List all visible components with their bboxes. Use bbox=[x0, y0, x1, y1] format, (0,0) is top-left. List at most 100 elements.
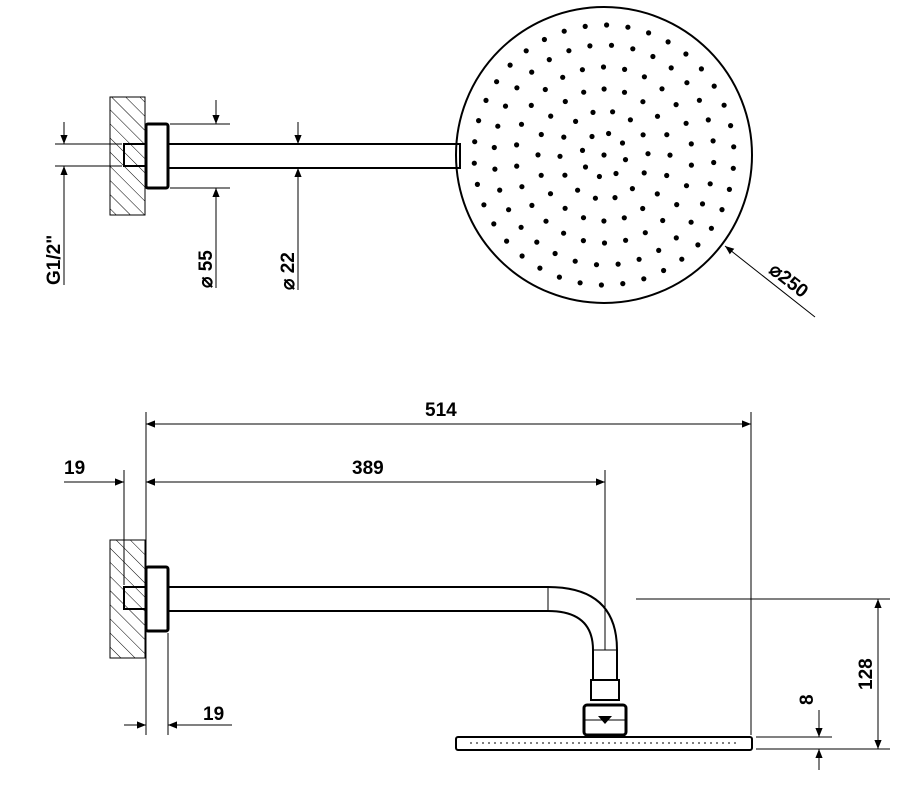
nozzle-dot bbox=[627, 117, 634, 123]
nozzle-dot bbox=[731, 144, 737, 150]
nozzle-dot bbox=[548, 113, 554, 119]
nozzle-dot bbox=[491, 144, 497, 151]
nozzle-dot bbox=[601, 86, 607, 92]
nozzle-dot bbox=[707, 181, 713, 187]
nozzle-dot bbox=[506, 207, 512, 213]
total-length-label: 514 bbox=[425, 400, 457, 421]
flange-side bbox=[144, 565, 170, 633]
nozzle-dot bbox=[472, 139, 478, 145]
nozzle-dot bbox=[622, 66, 628, 72]
nozzle-dot bbox=[580, 238, 587, 244]
nozzle-dot bbox=[598, 282, 605, 288]
nozzle-dot bbox=[688, 141, 694, 147]
nozzle-dot bbox=[604, 22, 610, 28]
thread-dimension: G1/2" bbox=[44, 122, 122, 285]
nozzle-dot bbox=[579, 147, 586, 153]
nozzle-dot bbox=[492, 166, 498, 172]
nozzle-dot bbox=[640, 132, 646, 138]
drop-height-label: 128 bbox=[856, 658, 877, 690]
head-thickness-label: 8 bbox=[797, 694, 818, 705]
nozzle-dot bbox=[538, 131, 544, 138]
nozzle-dot bbox=[519, 184, 525, 190]
nozzle-dot bbox=[494, 79, 500, 85]
nozzle-dot bbox=[661, 267, 667, 274]
nozzle-dot bbox=[474, 181, 480, 187]
nozzle-dot bbox=[698, 66, 705, 72]
arm-length-dimension: 389 bbox=[146, 458, 606, 650]
nozzle-dot bbox=[601, 152, 607, 158]
nozzle-dot bbox=[710, 138, 716, 144]
pipe-diameter-label: ⌀ 22 bbox=[278, 252, 299, 290]
nozzle-dot bbox=[582, 23, 588, 29]
nozzle-dot bbox=[656, 247, 662, 253]
nozzle-dot bbox=[561, 230, 567, 236]
nozzle-dot bbox=[667, 152, 673, 158]
nozzle-dot bbox=[645, 151, 651, 157]
wall-section-side bbox=[109, 539, 146, 659]
nozzle-dot bbox=[668, 65, 674, 71]
nozzle-pattern bbox=[471, 22, 737, 288]
nozzle-dot bbox=[608, 42, 615, 48]
nozzle-dot bbox=[514, 85, 520, 91]
nozzle-dot bbox=[529, 69, 535, 75]
nozzle-dot bbox=[660, 217, 666, 224]
nozzle-dot bbox=[577, 280, 583, 286]
nozzle-dot bbox=[711, 83, 717, 89]
nozzle-dot bbox=[481, 202, 487, 208]
nozzle-dot bbox=[518, 121, 525, 127]
nozzle-dot bbox=[556, 274, 563, 280]
nozzle-dot bbox=[557, 153, 563, 159]
nozzle-dot bbox=[547, 191, 554, 197]
nozzle-dot bbox=[622, 157, 629, 163]
arm-pipe-side bbox=[167, 586, 618, 681]
wall-offset-top-dimension: 19 bbox=[64, 458, 170, 585]
nozzle-dot bbox=[650, 53, 656, 60]
nozzle-dot bbox=[621, 215, 627, 221]
arm-length-label: 389 bbox=[352, 458, 384, 479]
connector-sleeve bbox=[590, 679, 620, 701]
nozzle-dot bbox=[613, 170, 619, 177]
nozzle-dot bbox=[587, 43, 593, 49]
nozzle-dot bbox=[534, 239, 540, 245]
nozzle-dot bbox=[683, 51, 689, 57]
nozzle-dot bbox=[711, 159, 717, 166]
nozzle-dot bbox=[726, 186, 733, 192]
nozzle-dot bbox=[641, 276, 647, 282]
thread-label: G1/2" bbox=[44, 235, 65, 285]
nozzle-dot bbox=[708, 225, 715, 231]
nozzle-dot bbox=[538, 172, 544, 178]
nozzle-dot bbox=[495, 123, 501, 129]
nozzle-dot bbox=[641, 74, 648, 80]
nozzle-dot bbox=[589, 133, 595, 140]
nozzle-dot bbox=[575, 187, 581, 193]
nozzle-dot bbox=[497, 187, 503, 193]
nozzle-dot bbox=[552, 250, 558, 257]
nozzle-dot bbox=[683, 183, 690, 189]
nozzle-dot bbox=[601, 218, 607, 224]
nozzle-dot bbox=[629, 186, 636, 192]
shower-head-top bbox=[455, 6, 753, 304]
nozzle-dot bbox=[573, 118, 579, 124]
head-thickness-dimension: 8 bbox=[756, 694, 832, 770]
nozzle-dot bbox=[664, 172, 670, 179]
flange-diameter-dimension: ⌀ 55 bbox=[170, 100, 230, 288]
nozzle-dot bbox=[537, 265, 543, 271]
nozzle-dot bbox=[640, 205, 646, 212]
nozzle-dot bbox=[518, 224, 524, 230]
nozzle-dot bbox=[514, 142, 520, 148]
wall-section-top bbox=[109, 96, 146, 216]
flange-top bbox=[144, 122, 170, 190]
nozzle-dot bbox=[519, 253, 525, 259]
nozzle-dot bbox=[620, 281, 626, 287]
total-length-dimension: 514 bbox=[145, 400, 752, 735]
nozzle-dot bbox=[562, 205, 568, 211]
nozzle-dot bbox=[625, 24, 631, 30]
nozzle-dot bbox=[507, 62, 513, 68]
nozzle-dot bbox=[535, 152, 541, 158]
nozzle-dot bbox=[502, 103, 509, 109]
wall-offset-bottom-label: 19 bbox=[203, 704, 224, 725]
nozzle-dot bbox=[679, 256, 685, 262]
nozzle-dot bbox=[621, 89, 628, 95]
nozzle-dot bbox=[561, 134, 567, 140]
